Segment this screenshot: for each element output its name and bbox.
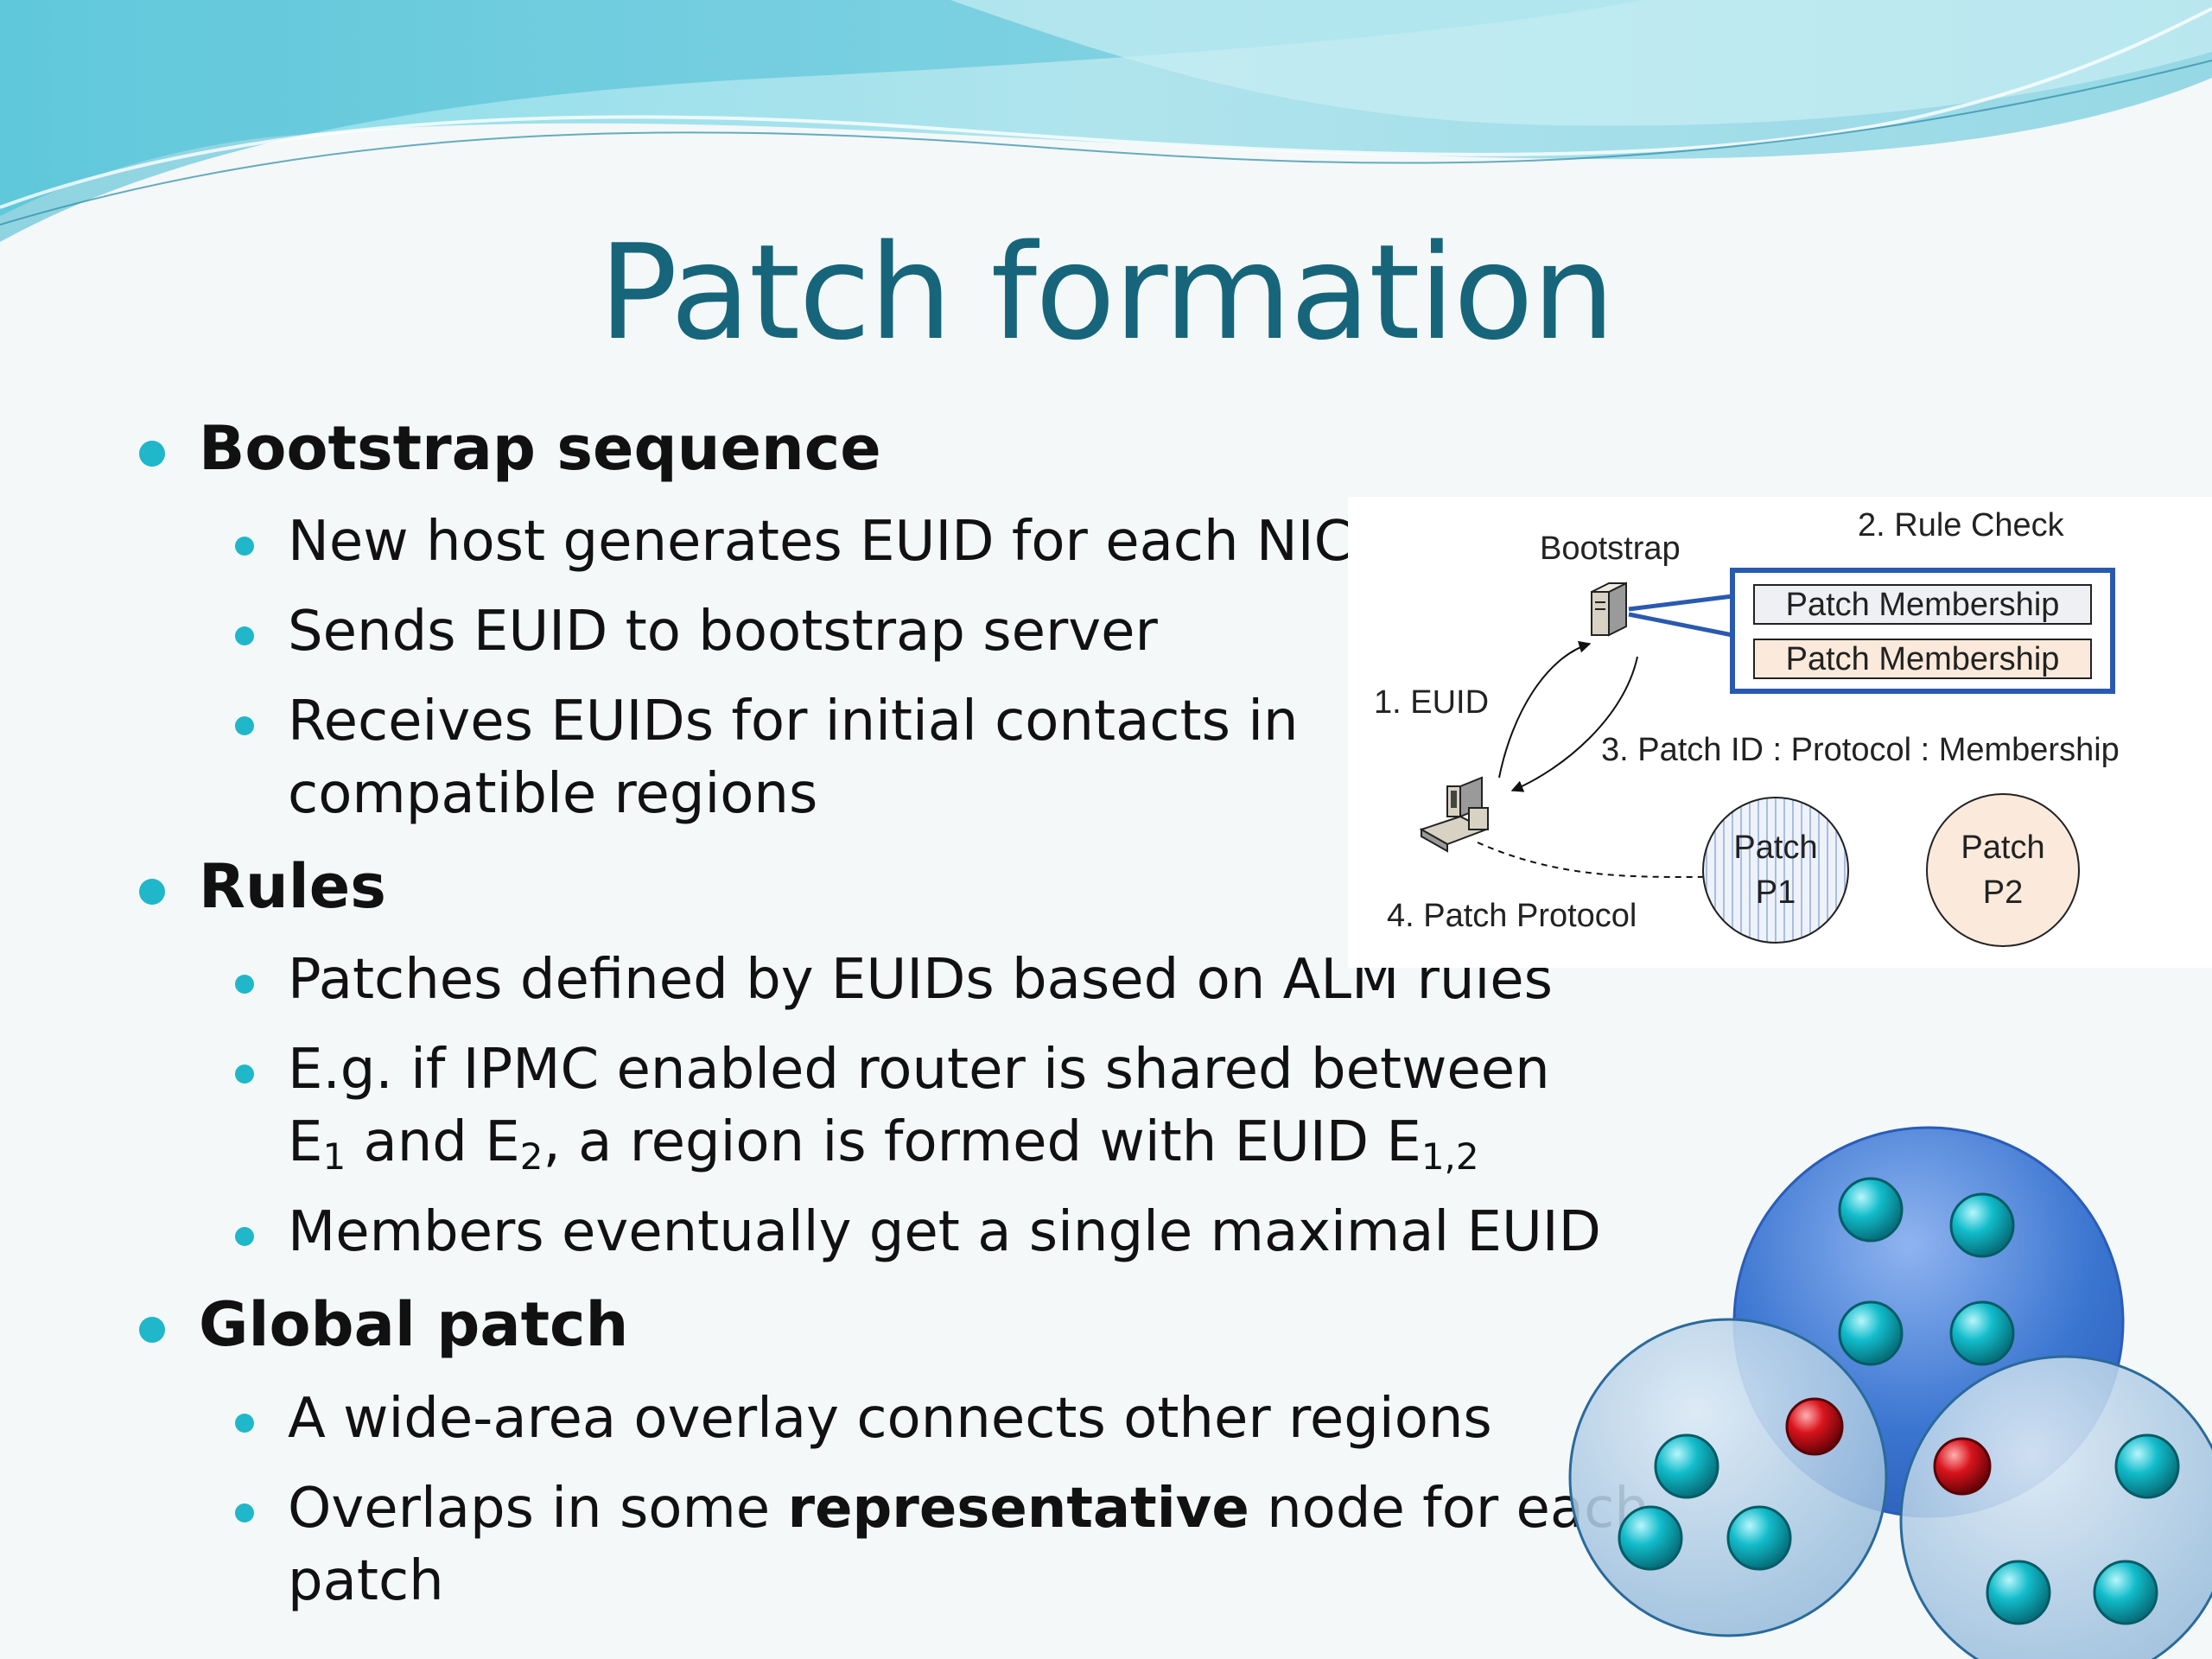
heading-bootstrap-sequence: Bootstrap sequence (199, 413, 881, 484)
node-cyan (2114, 1433, 2180, 1499)
euid-label: 1. EUID (1374, 684, 1489, 721)
bullet-dot (235, 716, 254, 735)
list-item: E.g. if IPMC enabled router is shared be… (288, 1038, 1550, 1102)
bullet-dot (235, 537, 254, 556)
bullet-dot (139, 1317, 165, 1343)
bullet-dot (235, 1065, 254, 1084)
patch-p2-id: P2 (1983, 874, 2023, 911)
list-item: Patches defined by EUIDs based on ALM ru… (288, 948, 1553, 1012)
node-cyan (1949, 1300, 2015, 1366)
heading-global-patch: Global patch (199, 1289, 629, 1360)
list-item-continuation: patch (288, 1549, 444, 1613)
server-icon (1591, 582, 1627, 637)
node-cyan (1726, 1505, 1792, 1571)
list-item: Sends EUID to bootstrap server (288, 600, 1158, 664)
node-cyan (2093, 1560, 2158, 1625)
patch-p1-id: P1 (1756, 874, 1796, 911)
patch-p1-label: Patch (1733, 830, 1817, 866)
workstation-icon (1419, 776, 1489, 853)
list-item: A wide-area overlay connects other regio… (288, 1387, 1492, 1451)
slide-title: Patch formation (598, 216, 1616, 369)
patch-p2-node (1926, 793, 2080, 947)
bullet-dot (139, 441, 165, 467)
membership-row (1753, 639, 2092, 679)
node-cyan (1654, 1433, 1719, 1499)
region-bubble-left (1568, 1318, 1888, 1637)
node-cyan (1618, 1505, 1683, 1571)
bullet-dot (235, 1414, 254, 1433)
bullet-dot (235, 975, 254, 994)
membership-row (1753, 584, 2092, 625)
patch-protocol-label: 4. Patch Protocol (1387, 898, 1637, 934)
text-bold: representative (787, 1477, 1249, 1541)
membership-row-label: Patch Membership (1786, 587, 2060, 623)
text-rest: , a region is formed with EUID E (543, 1110, 1421, 1174)
region-bubbles-illustration (1568, 1126, 2212, 1659)
list-item: Overlaps in some representative node for… (288, 1477, 1649, 1541)
list-item-continuation: compatible regions (288, 762, 818, 826)
header-wave-decoration (0, 0, 2212, 242)
patch-p1-node (1702, 797, 1849, 944)
bootstrap-diagram: Bootstrap 2. Rule Check Patch Membership… (1348, 497, 2212, 968)
node-cyan (1986, 1560, 2051, 1625)
representative-node (1785, 1397, 1844, 1456)
patch-p2-label: Patch (1961, 830, 2044, 866)
subscript: 1 (322, 1135, 346, 1178)
heading-rules: Rules (199, 851, 386, 922)
rule-check-label: 2. Rule Check (1858, 507, 2065, 543)
bullet-dot (235, 1503, 254, 1522)
subscript: 1,2 (1421, 1135, 1479, 1178)
subscript: 2 (519, 1135, 543, 1178)
bullet-dot (235, 626, 254, 645)
membership-row-label: Patch Membership (1786, 641, 2060, 677)
text-and: and E (346, 1110, 520, 1174)
list-item-continuation: E1 and E2, a region is formed with EUID … (288, 1110, 1479, 1175)
node-cyan (1838, 1300, 1904, 1366)
node-cyan (1838, 1177, 1904, 1243)
representative-node (1933, 1437, 1992, 1496)
patch-id-label: 3. Patch ID : Protocol : Membership (1601, 732, 2120, 768)
list-item: Receives EUIDs for initial contacts in (288, 690, 1299, 753)
list-item: Members eventually get a single maximal … (288, 1200, 1601, 1264)
bullet-dot (235, 1227, 254, 1246)
bullet-dot (139, 879, 165, 905)
node-cyan (1949, 1192, 2015, 1258)
bootstrap-label: Bootstrap (1540, 531, 1681, 567)
text-e: E (288, 1110, 323, 1174)
text-pre: Overlaps in some (288, 1477, 788, 1541)
list-item: New host generates EUID for each NIC (288, 510, 1353, 574)
